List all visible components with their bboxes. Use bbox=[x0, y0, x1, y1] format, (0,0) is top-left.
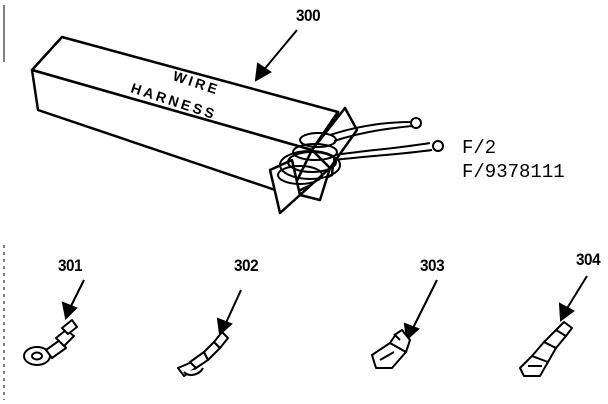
wire-leads bbox=[329, 121, 433, 161]
callout-302: 302 bbox=[234, 256, 259, 275]
flag-terminal-304 bbox=[519, 321, 573, 377]
reference-line-2: F/9378111 bbox=[462, 161, 565, 183]
callout-304: 304 bbox=[576, 250, 601, 269]
callout-303: 303 bbox=[420, 256, 445, 275]
callout-300: 300 bbox=[296, 6, 321, 25]
wire-coil bbox=[277, 132, 341, 185]
leader-arrows bbox=[61, 29, 588, 342]
reference-line-1: F/2 bbox=[462, 137, 497, 159]
wire-terminals bbox=[410, 117, 444, 152]
ring-terminal-301 bbox=[23, 319, 78, 366]
quick-connect-terminal-303 bbox=[371, 329, 411, 369]
wire-harness-box bbox=[30, 35, 359, 215]
callout-301: 301 bbox=[58, 256, 83, 275]
splice-terminal-302 bbox=[177, 331, 229, 377]
